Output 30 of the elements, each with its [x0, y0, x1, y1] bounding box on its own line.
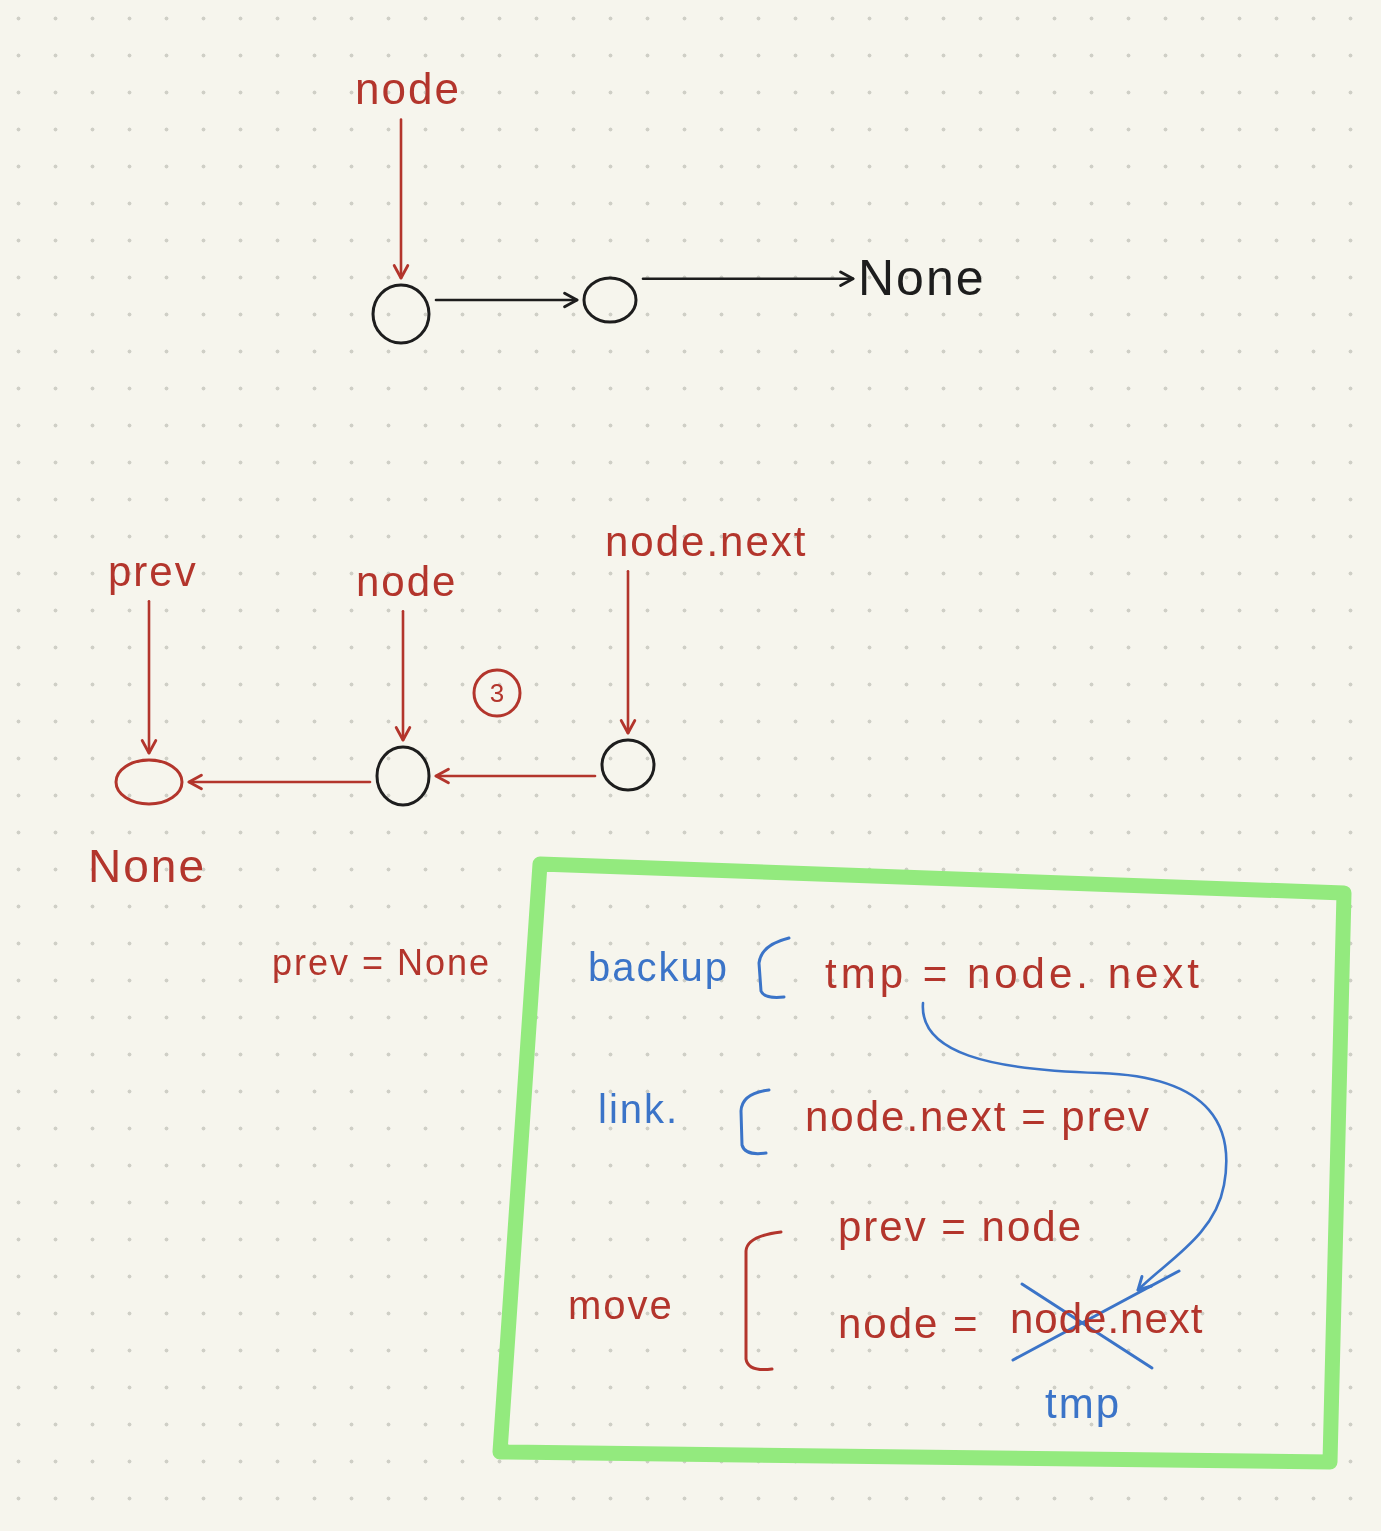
list-node-circle [600, 738, 656, 792]
null-label: None [88, 840, 206, 893]
list-node-circle [375, 745, 431, 807]
step-label: backup [588, 944, 729, 990]
code-line: node.next = prev [805, 1093, 1152, 1142]
step-label: move [568, 1282, 674, 1328]
pointer-label: node [355, 64, 461, 115]
arrow [619, 570, 637, 735]
code-line: tmp = node. next [825, 950, 1204, 999]
arrow [140, 600, 158, 755]
arrow [394, 610, 412, 742]
list-node-circle [371, 283, 431, 345]
replacement-text: tmp [1045, 1380, 1121, 1429]
list-node-circle [582, 276, 638, 324]
code-line: prev = node [838, 1203, 1083, 1252]
callout-number: 3 [472, 668, 522, 718]
code-text: node = [838, 1300, 980, 1349]
list-node-circle [114, 758, 184, 806]
arrow [392, 118, 410, 280]
arrow [434, 767, 597, 785]
arrow [187, 773, 372, 791]
code-line: prev = None [272, 942, 492, 984]
pointer-label: prev [108, 548, 198, 597]
null-label: None [858, 250, 986, 308]
pointer-label: node.next [605, 518, 808, 567]
step-label: link. [598, 1086, 680, 1132]
arrow [434, 291, 579, 309]
curved-arrow [921, 1001, 1228, 1292]
arrow [641, 270, 855, 287]
pointer-label: node [356, 558, 458, 607]
